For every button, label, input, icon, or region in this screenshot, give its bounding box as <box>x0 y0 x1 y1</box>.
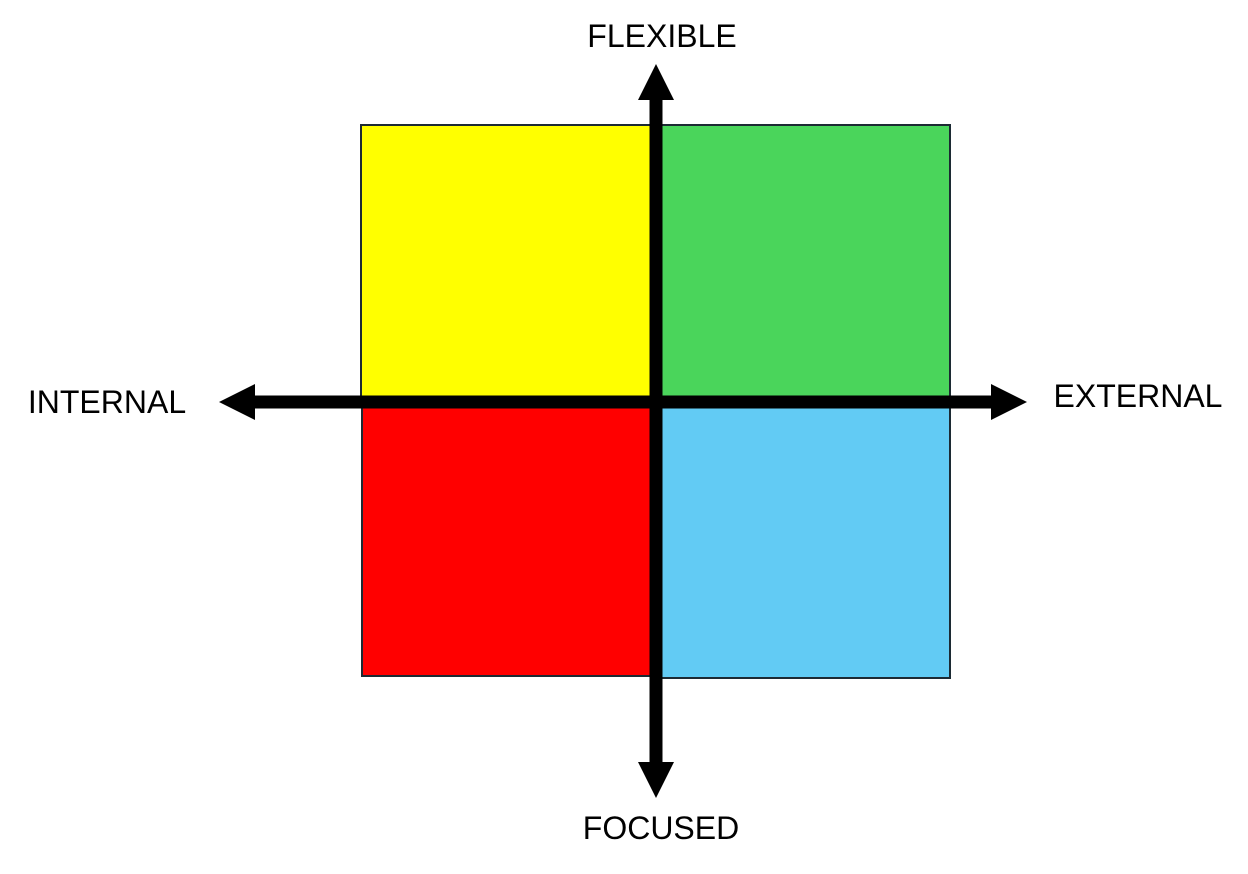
quadrant-top-right <box>655 124 951 403</box>
arrow-up-icon <box>638 64 674 100</box>
arrow-left-icon <box>219 384 255 420</box>
arrow-right-icon <box>991 384 1027 420</box>
quadrant-bottom-right <box>655 401 951 679</box>
label-bottom: FOCUSED <box>583 810 739 846</box>
label-left: INTERNAL <box>28 384 186 420</box>
label-top: FLEXIBLE <box>587 18 736 54</box>
quadrant-top-left <box>360 124 657 403</box>
arrow-down-icon <box>638 762 674 798</box>
quadrant-bottom-left <box>361 401 657 677</box>
label-right: EXTERNAL <box>1054 378 1223 414</box>
